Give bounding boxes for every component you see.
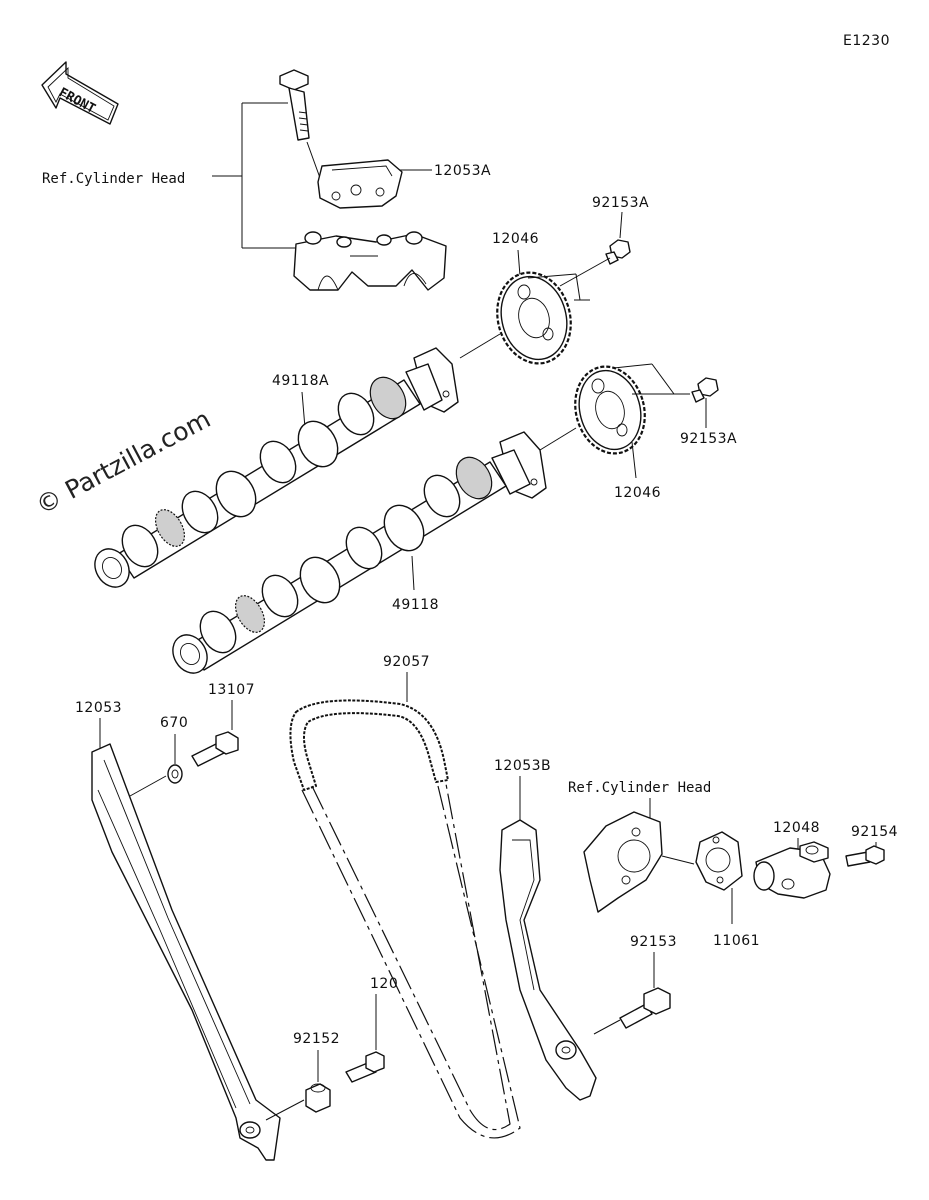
camshaft-holder	[293, 231, 447, 291]
label-49118: 49118	[392, 597, 439, 613]
label-670: 670	[160, 715, 188, 731]
front-direction-arrow-icon: FRONT	[41, 61, 119, 125]
label-12048: 12048	[773, 820, 820, 836]
bolt-92154	[845, 845, 885, 867]
diagram-code: E1230	[843, 33, 890, 49]
label-92152: 92152	[293, 1031, 340, 1047]
upper-cam-sprocket-12046	[496, 271, 572, 365]
label-12046-mid: 12046	[614, 485, 661, 501]
label-92154: 92154	[851, 824, 898, 840]
label-12053: 12053	[75, 700, 122, 716]
chain-guide-12053B	[499, 819, 597, 1101]
chain-tensioner-12048	[753, 841, 831, 899]
label-92153: 92153	[630, 934, 677, 950]
label-12046-top: 12046	[492, 231, 539, 247]
sprocket-bolt-92153A-top	[605, 239, 631, 265]
label-120: 120	[370, 976, 398, 992]
bolt-92153	[619, 987, 671, 1029]
bolt-120	[345, 1051, 385, 1083]
cam-cap-bolt	[279, 69, 310, 141]
ref-bracket-top	[212, 102, 300, 249]
pivot-bolt-13107	[191, 731, 239, 767]
cam-chain-92057	[289, 699, 521, 1139]
label-92153A-top: 92153A	[592, 195, 649, 211]
label-11061: 11061	[713, 933, 760, 949]
sprocket-bolt-92153A-mid	[691, 377, 719, 403]
ref-cylinder-head-top: Ref.Cylinder Head	[42, 171, 185, 187]
label-49118A: 49118A	[272, 373, 329, 389]
ref-cylinder-head-tensioner: Ref.Cylinder Head	[568, 780, 711, 796]
collar-92152	[305, 1083, 331, 1113]
cylinder-head-mount	[583, 811, 663, 913]
label-12053A: 12053A	[434, 163, 491, 179]
lower-cam-sprocket-12046	[574, 365, 646, 455]
washer-670	[167, 764, 183, 784]
camshaft-49118A	[94, 347, 459, 588]
label-12053B: 12053B	[494, 758, 551, 774]
camshaft-49118	[172, 431, 547, 674]
label-92057: 92057	[383, 654, 430, 670]
label-92153A-mid: 92153A	[680, 431, 737, 447]
chain-guide-12053	[91, 743, 281, 1161]
part-12053A-upper-guide	[317, 159, 403, 209]
label-13107: 13107	[208, 682, 255, 698]
gasket-11061	[695, 831, 743, 891]
